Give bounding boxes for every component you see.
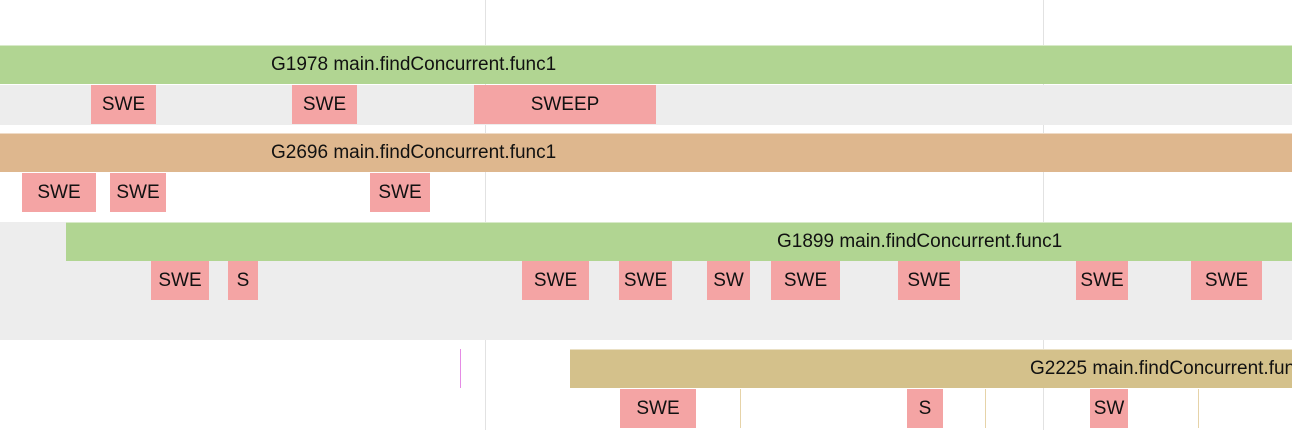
sweep-slice[interactable]: SWE xyxy=(522,261,589,300)
goroutine-label: G1978 main.findConcurrent.func1 xyxy=(271,54,557,75)
event-tick xyxy=(985,389,986,428)
sweep-slice[interactable]: S xyxy=(907,389,943,428)
sweep-slice[interactable]: SWE xyxy=(110,173,166,212)
sweep-slice[interactable]: SWE xyxy=(1076,261,1128,300)
event-marker[interactable] xyxy=(460,349,461,388)
goroutine-bar-g2225[interactable]: G2225 main.findConcurrent.func1 xyxy=(570,349,1292,388)
sweep-slice[interactable]: SW xyxy=(1090,389,1128,428)
sweep-slice[interactable]: SW xyxy=(707,261,750,300)
goroutine-bar-g2696[interactable]: G2696 main.findConcurrent.func1 xyxy=(0,133,1292,172)
goroutine-label: G1899 main.findConcurrent.func1 xyxy=(777,231,1063,252)
sweep-slice[interactable]: SWE xyxy=(620,389,696,428)
sweep-slice[interactable]: S xyxy=(228,261,258,300)
sweep-slice[interactable]: SWE xyxy=(22,173,96,212)
sweep-slice[interactable]: SWE xyxy=(898,261,960,300)
goroutine-bar-g1978[interactable]: G1978 main.findConcurrent.func1 xyxy=(0,45,1292,84)
event-tick xyxy=(1198,389,1199,428)
time-gridline xyxy=(1043,0,1044,430)
sweep-slice[interactable]: SWE xyxy=(1191,261,1262,300)
sweep-slice[interactable]: SWE xyxy=(619,261,672,300)
goroutine-label: G2225 main.findConcurrent.func1 xyxy=(1030,358,1292,379)
time-gridline xyxy=(485,0,486,430)
sweep-slice[interactable]: SWE xyxy=(91,85,156,124)
sweep-slice[interactable]: SWEEP xyxy=(474,85,656,124)
sweep-slice[interactable]: SWE xyxy=(771,261,840,300)
sweep-slice[interactable]: SWE xyxy=(292,85,357,124)
event-tick xyxy=(740,389,741,428)
sweep-slice[interactable]: SWE xyxy=(370,173,430,212)
sweep-slice[interactable]: SWE xyxy=(151,261,209,300)
goroutine-bar-g1899[interactable]: G1899 main.findConcurrent.func1 xyxy=(66,222,1292,261)
goroutine-label: G2696 main.findConcurrent.func1 xyxy=(271,142,557,163)
